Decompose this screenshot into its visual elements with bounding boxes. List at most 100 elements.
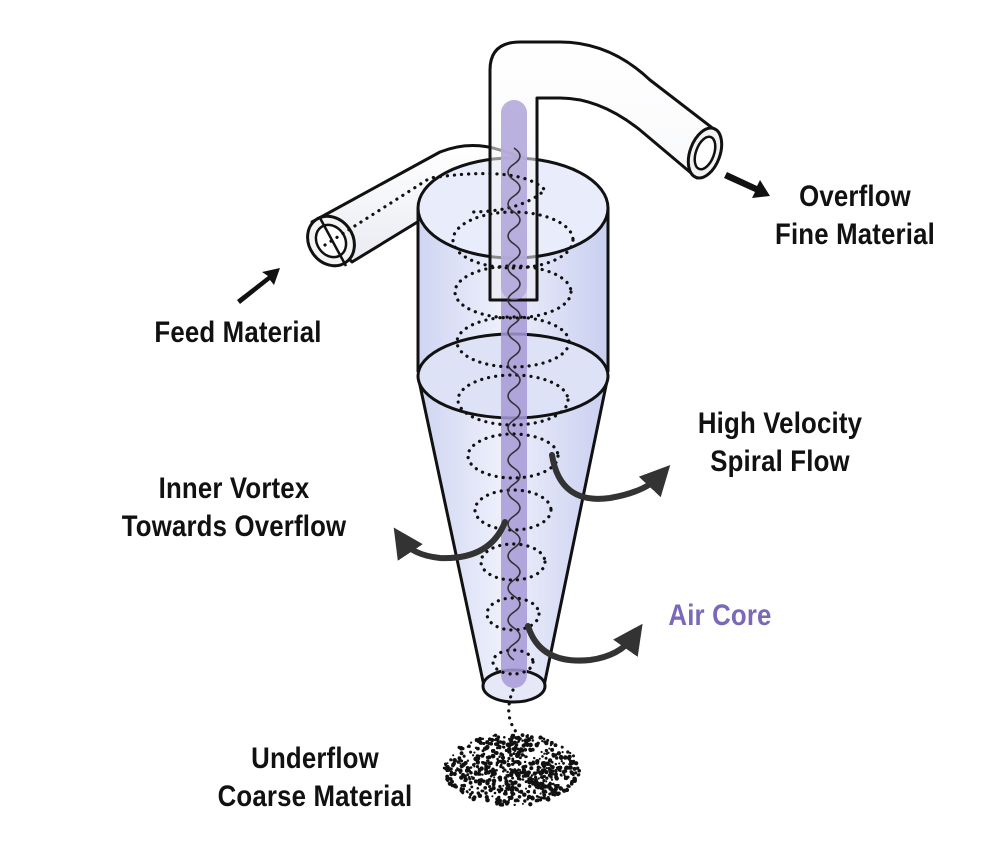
particle bbox=[480, 760, 484, 764]
particle bbox=[496, 740, 500, 743]
overflow-pipe bbox=[488, 40, 724, 302]
particle bbox=[474, 770, 477, 773]
particle bbox=[517, 783, 522, 788]
particle bbox=[535, 798, 540, 803]
particle bbox=[541, 787, 544, 791]
particle bbox=[460, 759, 464, 763]
particle bbox=[536, 784, 540, 788]
particle bbox=[546, 797, 551, 802]
particle bbox=[466, 759, 470, 762]
particle bbox=[462, 783, 467, 788]
particle bbox=[554, 756, 559, 760]
particle bbox=[508, 738, 512, 742]
particle bbox=[542, 792, 546, 796]
high-velocity-line1: High Velocity bbox=[697, 407, 863, 440]
particle bbox=[450, 772, 454, 776]
particle bbox=[514, 743, 518, 747]
particle bbox=[531, 780, 535, 784]
particle bbox=[524, 787, 528, 790]
particle bbox=[544, 748, 549, 753]
particle bbox=[538, 735, 543, 740]
particle bbox=[549, 764, 553, 768]
particle bbox=[501, 766, 505, 770]
particle bbox=[480, 789, 484, 793]
particle bbox=[465, 765, 470, 770]
particle bbox=[491, 748, 496, 753]
particle bbox=[551, 753, 556, 758]
particle bbox=[488, 785, 492, 789]
underflow-line2: Coarse Material bbox=[217, 780, 413, 813]
particle bbox=[542, 761, 547, 766]
particle bbox=[559, 754, 564, 759]
particle bbox=[569, 781, 574, 786]
particle bbox=[519, 789, 524, 794]
particle bbox=[503, 776, 508, 780]
particle bbox=[454, 769, 458, 772]
particle bbox=[487, 742, 492, 746]
particle bbox=[509, 753, 513, 757]
particle bbox=[544, 790, 548, 794]
particle bbox=[496, 738, 500, 741]
particle bbox=[460, 789, 465, 794]
particle bbox=[554, 762, 558, 766]
particle bbox=[476, 746, 480, 751]
particle bbox=[522, 792, 527, 797]
particle bbox=[533, 756, 536, 760]
particle bbox=[459, 764, 462, 768]
particle bbox=[503, 736, 506, 739]
particle bbox=[518, 756, 522, 760]
particle bbox=[509, 768, 512, 771]
particle bbox=[537, 777, 540, 780]
particle bbox=[540, 775, 545, 780]
particle bbox=[545, 776, 549, 780]
overflow-label-line2: Fine Material bbox=[775, 218, 935, 251]
particle bbox=[566, 755, 571, 760]
particle bbox=[481, 773, 484, 776]
particle bbox=[540, 750, 543, 754]
particle bbox=[521, 733, 525, 737]
particle bbox=[506, 760, 510, 763]
particle bbox=[490, 769, 495, 774]
particle bbox=[507, 798, 511, 802]
particle bbox=[516, 747, 520, 751]
particle bbox=[521, 739, 524, 742]
inner-vortex-line2: Towards Overflow bbox=[121, 510, 347, 543]
particle bbox=[456, 767, 459, 770]
particle bbox=[481, 737, 485, 741]
particle bbox=[576, 773, 580, 777]
particle bbox=[547, 773, 552, 778]
particle bbox=[521, 774, 525, 778]
particle bbox=[463, 777, 468, 782]
particle bbox=[560, 760, 563, 763]
feed-label-text: Feed Material bbox=[154, 316, 322, 349]
particle bbox=[507, 756, 511, 761]
particle bbox=[528, 742, 533, 748]
particle bbox=[558, 765, 563, 770]
particle bbox=[494, 742, 498, 746]
particle bbox=[548, 792, 552, 796]
particle bbox=[524, 741, 527, 744]
particle bbox=[491, 795, 494, 798]
inner-vortex-coil bbox=[507, 147, 521, 661]
particle bbox=[526, 744, 529, 747]
particle bbox=[473, 771, 479, 776]
particle bbox=[485, 744, 490, 750]
particle bbox=[547, 758, 553, 763]
particle bbox=[456, 760, 460, 764]
particle bbox=[539, 792, 542, 795]
particle bbox=[539, 771, 543, 775]
particle bbox=[541, 755, 544, 758]
particle bbox=[549, 740, 554, 745]
particle bbox=[481, 749, 485, 753]
particle bbox=[491, 785, 496, 791]
particle bbox=[540, 781, 545, 786]
particle bbox=[502, 792, 506, 795]
particle bbox=[556, 783, 560, 787]
air-core-text: Air Core bbox=[668, 599, 772, 632]
particle bbox=[459, 762, 462, 765]
particle bbox=[542, 778, 546, 783]
particle bbox=[500, 802, 505, 807]
particle bbox=[524, 780, 528, 784]
particle bbox=[479, 773, 482, 776]
